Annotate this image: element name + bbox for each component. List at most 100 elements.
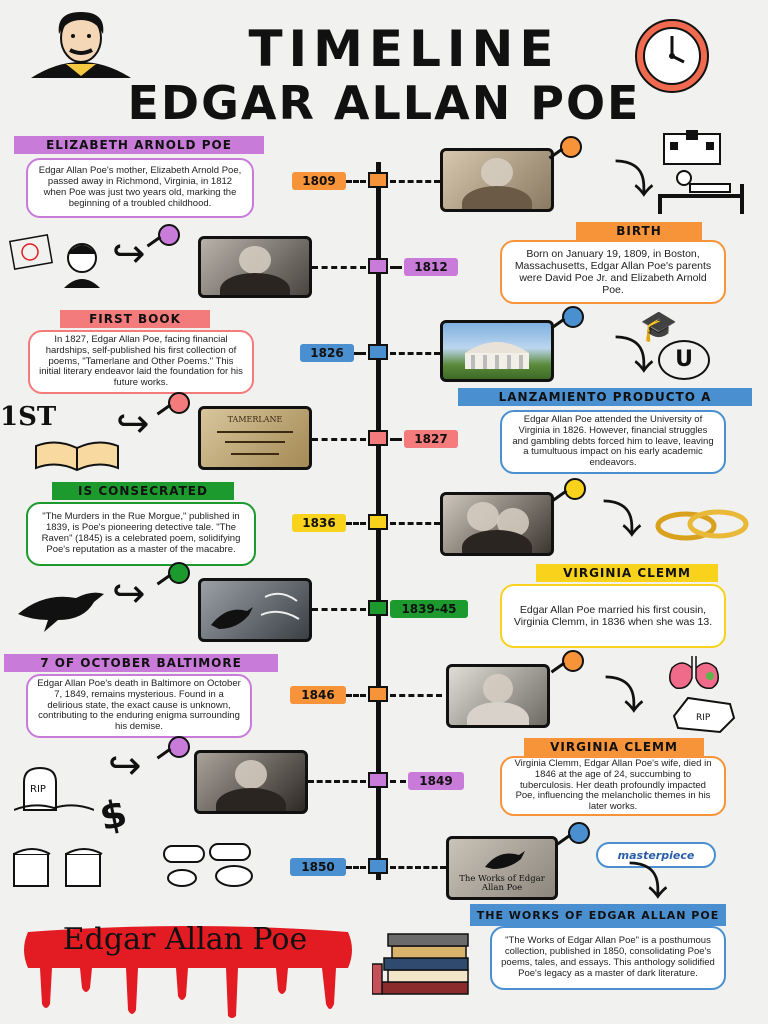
event-label-works: THE WORKS OF EDGAR ALLAN POE [470, 904, 726, 926]
year-badge-1827: 1827 [404, 430, 458, 448]
connector [390, 866, 446, 869]
connector [308, 780, 366, 783]
pin-icon [560, 136, 582, 158]
timeline-node [368, 258, 388, 274]
pills-icon [160, 840, 270, 890]
curved-arrow-icon: ⤵ [604, 673, 644, 719]
curved-arrow-icon: ↪ [112, 571, 146, 617]
curved-arrow-icon: ↪ [116, 401, 150, 447]
timeline-node [368, 858, 388, 874]
book-cover-title: TAMERLANE [227, 415, 283, 424]
curved-arrow-icon: ⤵ [614, 157, 654, 203]
wedding-rings-icon [652, 504, 752, 544]
university-badge-icon: U [658, 340, 710, 380]
curved-arrow-icon: ↪ [112, 231, 146, 277]
timeline-node [368, 772, 388, 788]
page-subtitle: EDGAR ALLAN POE [127, 76, 641, 130]
year-badge-1812: 1812 [404, 258, 458, 276]
portrait-icon [26, 6, 136, 78]
connector [390, 180, 440, 183]
event-label-birth: BIRTH [576, 222, 702, 240]
timeline-node [368, 600, 388, 616]
clock-icon [620, 14, 724, 96]
connector [312, 608, 366, 611]
pin-icon [168, 562, 190, 584]
connector [354, 352, 366, 355]
photo-poe [194, 750, 308, 814]
curved-arrow-icon: ⤵ [628, 859, 668, 905]
event-card-works: "The Works of Edgar Allan Poe" is a post… [490, 926, 726, 990]
photo-tamerlane-cover: TAMERLANE [198, 406, 312, 470]
event-label-first-book: FIRST BOOK [60, 310, 210, 328]
event-card-consecrated: "The Murders in the Rue Morgue," publish… [26, 502, 256, 566]
dollar-icon: $ [95, 790, 131, 840]
timeline-node [368, 430, 388, 446]
connector [390, 780, 406, 783]
year-badge-1836: 1836 [292, 514, 346, 532]
pin-icon [568, 822, 590, 844]
gravestone-icon: RIP [13, 764, 95, 812]
photo-raven [198, 578, 312, 642]
event-card-death: Edgar Allan Poe's death in Baltimore on … [26, 674, 252, 738]
timeline-node [368, 344, 388, 360]
connector [390, 266, 402, 269]
masterpiece-sticker: masterpiece [596, 842, 716, 868]
year-badge-1850: 1850 [290, 858, 346, 876]
connector [346, 866, 366, 869]
signature-text: Edgar Allan Poe [62, 922, 308, 957]
svg-text:RIP: RIP [30, 784, 46, 795]
event-card-university: Edgar Allan Poe attended the University … [500, 410, 726, 474]
curved-arrow-icon: ⤵ [614, 333, 654, 379]
connector [390, 522, 440, 525]
year-badge-1849: 1849 [408, 772, 464, 790]
open-book-icon [32, 436, 122, 472]
raven-icon [14, 580, 110, 634]
pin-icon [158, 224, 180, 246]
timeline-node [368, 172, 388, 188]
event-card-first-book: In 1827, Edgar Allan Poe, facing financi… [28, 330, 254, 394]
connector [346, 180, 366, 183]
event-label-virginia-2: VIRGINIA CLEMM [524, 738, 704, 756]
photo-elizabeth [440, 148, 554, 212]
photo-university [440, 320, 554, 382]
event-label-lanzamiento: LANZAMIENTO PRODUCTO A [458, 388, 752, 406]
blood-drip-icon [18, 920, 358, 1020]
event-label-virginia-1: VIRGINIA CLEMM [536, 564, 718, 582]
pin-icon [168, 392, 190, 414]
year-badge-1809: 1809 [292, 172, 346, 190]
photo-works-cover: The Works of Edgar Allan Poe [446, 836, 558, 900]
lungs-icon [664, 652, 724, 692]
event-card-marriage: Edgar Allan Poe married his first cousin… [500, 584, 726, 648]
curved-arrow-icon: ↪ [108, 743, 142, 789]
svg-text:RIP: RIP [696, 713, 711, 723]
first-place-icon: 1ST [0, 402, 57, 432]
baby-icon [8, 234, 118, 288]
timeline-node [368, 514, 388, 530]
pin-icon [564, 478, 586, 500]
connector [390, 438, 402, 441]
pin-icon [168, 736, 190, 758]
event-card-virginia-death: Virginia Clemm, Edgar Allan Poe's wife, … [500, 756, 726, 816]
connector [346, 694, 366, 697]
books-stack-icon [371, 930, 476, 996]
event-card-birth: Born on January 19, 1809, in Boston, Mas… [500, 240, 726, 304]
grad-cap-icon: 🎓 [640, 309, 678, 344]
connector [312, 266, 366, 269]
hospital-icon [654, 130, 750, 216]
photo-couple [440, 492, 554, 556]
page-title: TIMELINE [248, 20, 560, 78]
pin-icon [562, 650, 584, 672]
beer-mugs-icon [6, 844, 118, 890]
connector [390, 352, 440, 355]
event-card-elizabeth: Edgar Allan Poe's mother, Elizabeth Arno… [26, 158, 254, 218]
event-label-consecrated: IS CONSECRATED [52, 482, 234, 500]
pin-icon [562, 306, 584, 328]
connector [312, 438, 366, 441]
event-label-elizabeth: ELIZABETH ARNOLD POE [14, 136, 264, 154]
coffin-icon: RIP [668, 692, 738, 734]
photo-virginia [446, 664, 550, 728]
curved-arrow-icon: ⤵ [602, 497, 642, 543]
timeline-node [368, 686, 388, 702]
connector [390, 694, 442, 697]
year-badge-1846: 1846 [290, 686, 346, 704]
